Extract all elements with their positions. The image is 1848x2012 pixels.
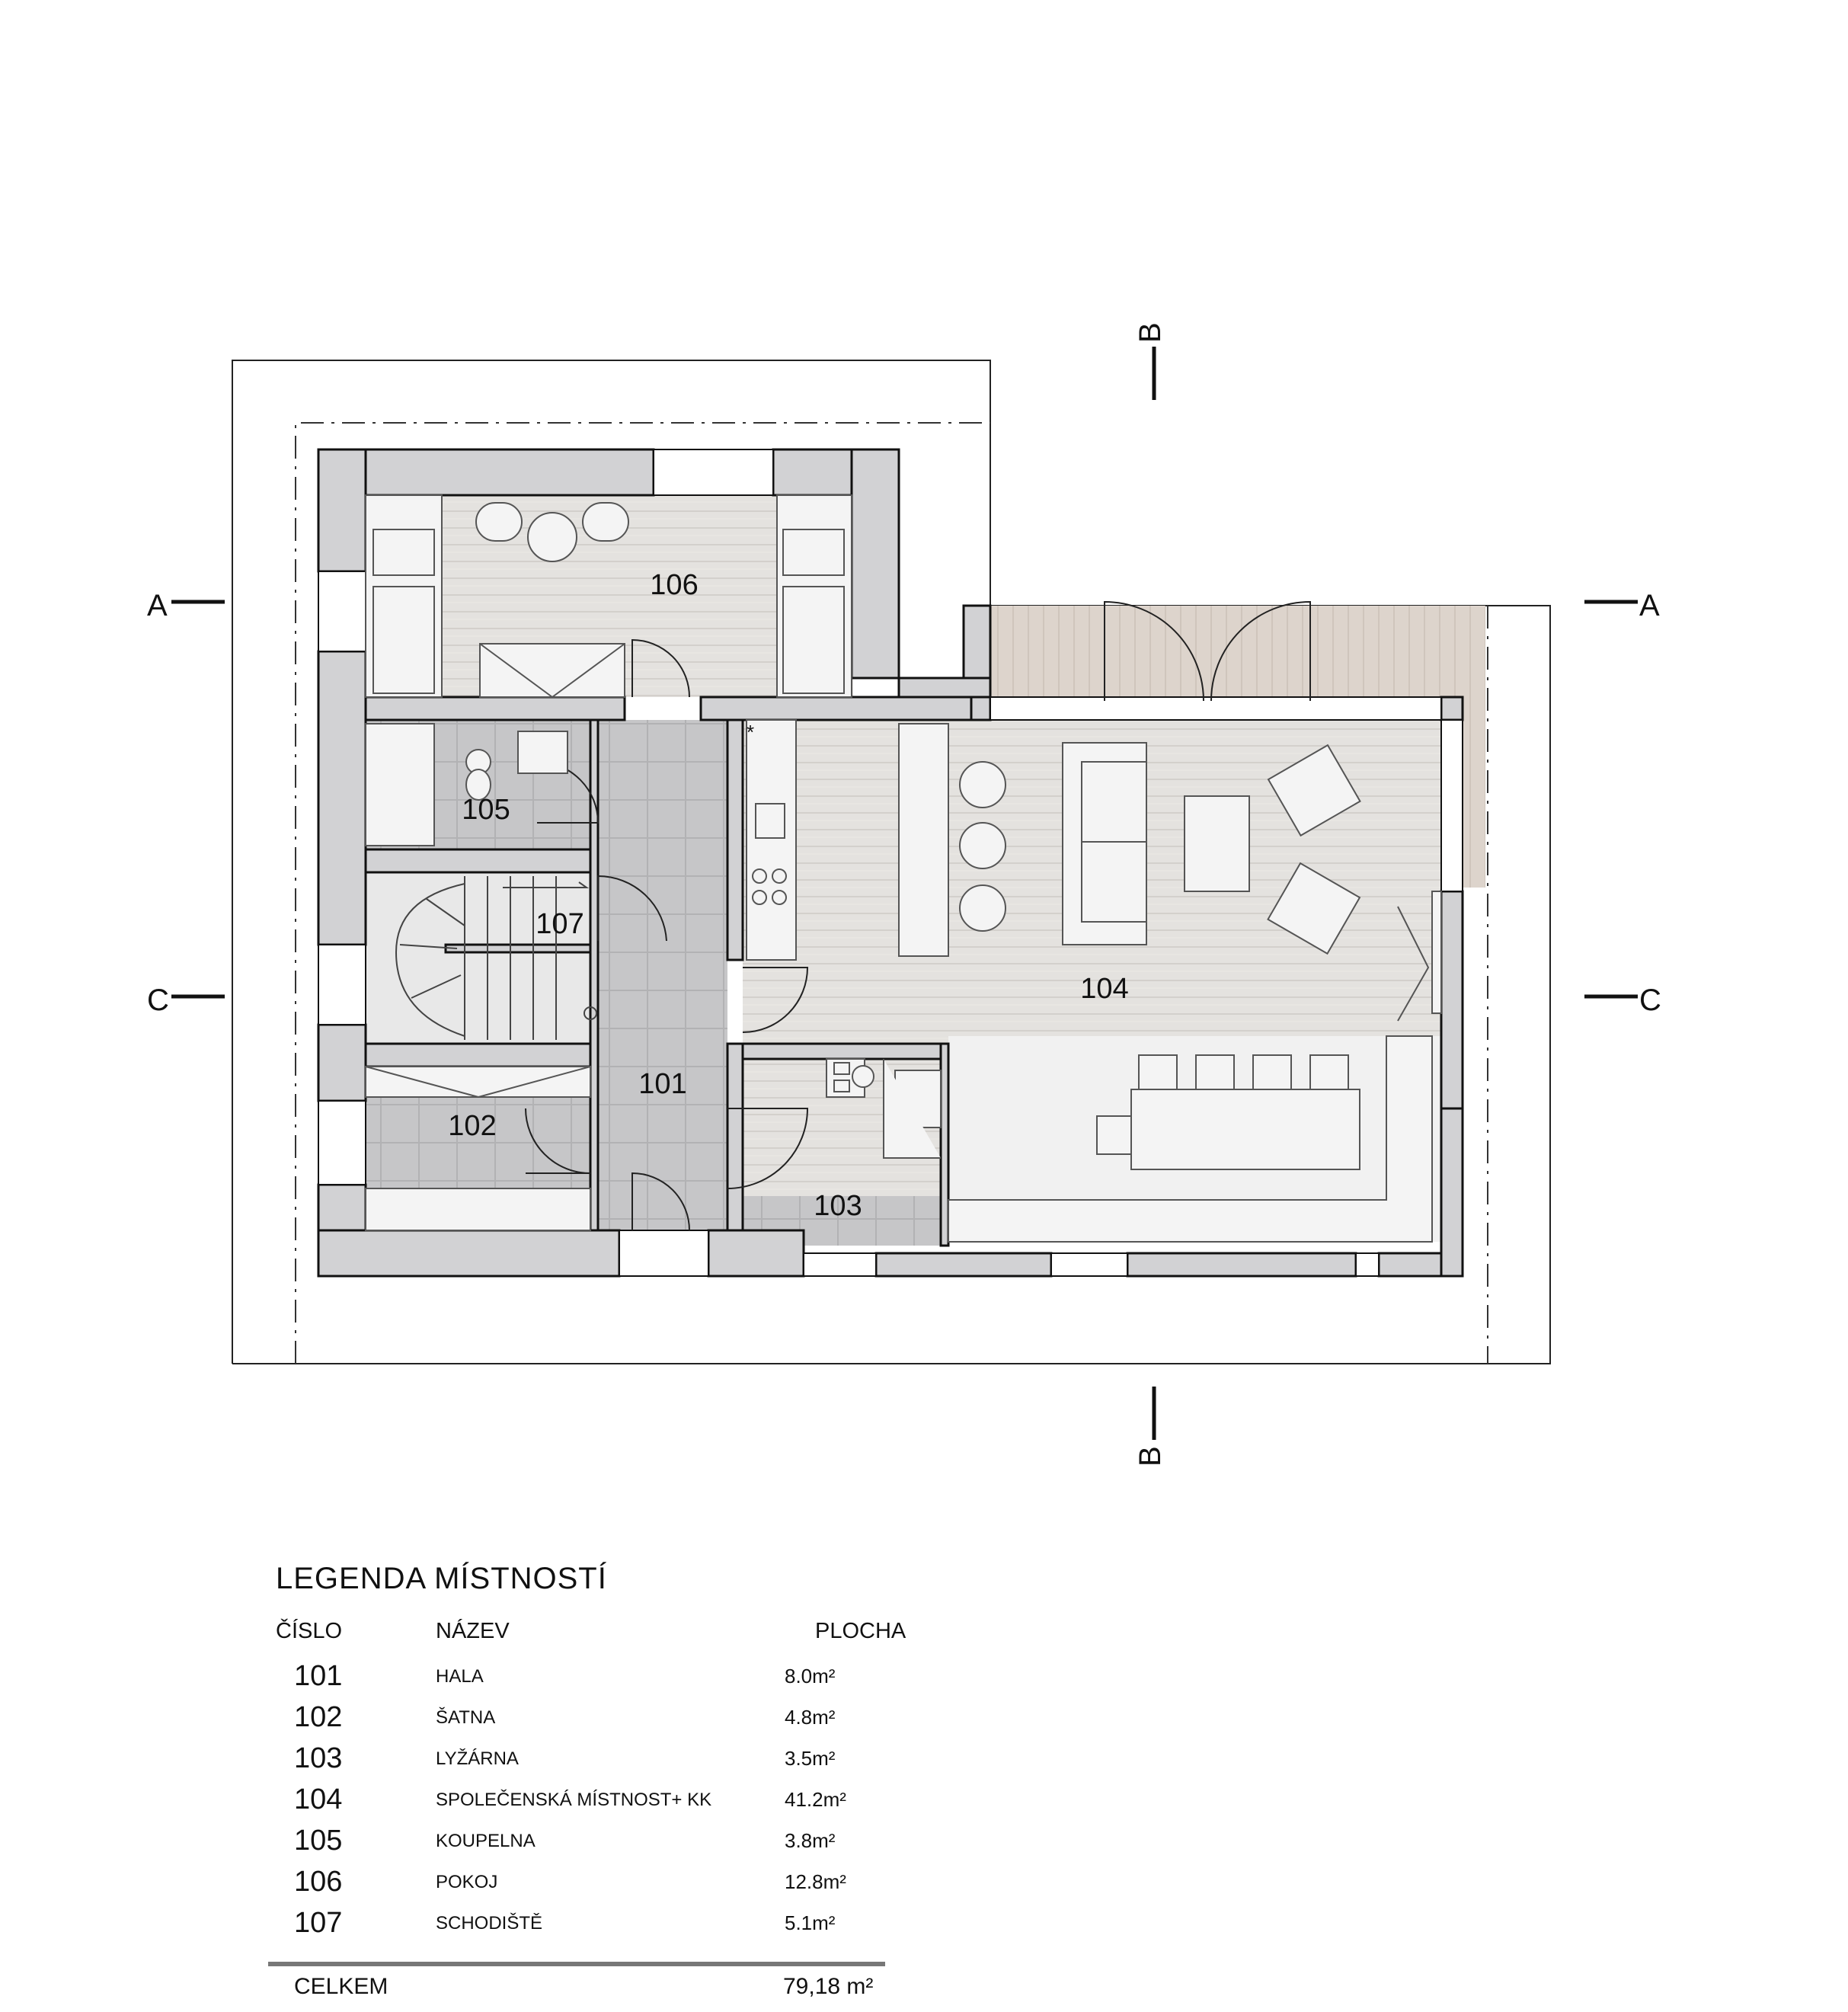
legend-row: 101 HALA 8.0m² (274, 1660, 884, 1701)
bench (948, 1035, 1433, 1243)
legend-row: 103 LYŽÁRNA 3.5m² (274, 1742, 884, 1783)
table-106 (527, 512, 577, 562)
legend-row: 107 SCHODIŠTĚ 5.1m² (274, 1907, 884, 1948)
legend-name: POKOJ (436, 1872, 498, 1892)
tv-unit (1431, 891, 1442, 1014)
room-label-105: 105 (462, 794, 510, 826)
legend-name: HALA (436, 1666, 484, 1687)
legend-number: 107 (294, 1907, 343, 1939)
wardrobe (365, 1066, 591, 1098)
legend-name: SPOLEČENSKÁ MÍSTNOST+ KK (436, 1790, 712, 1810)
legend-row: 104 SPOLEČENSKÁ MÍSTNOST+ KK 41.2m² (274, 1783, 884, 1825)
room-label-107: 107 (536, 908, 583, 940)
section-label-a-left: A (147, 589, 168, 622)
legend-number: 103 (294, 1742, 343, 1774)
kitchen-mark: * (747, 721, 754, 744)
section-label-b-bottom: B (1133, 1446, 1167, 1467)
legend-header-area: PLOCHA (815, 1619, 906, 1643)
terrace (990, 606, 1485, 701)
legend-number: 102 (294, 1701, 343, 1733)
legend-area: 5.1m² (785, 1911, 836, 1934)
legend-number: 106 (294, 1866, 343, 1898)
furniture (365, 494, 1442, 1243)
room-label-102: 102 (448, 1110, 496, 1142)
legend-row: 106 POKOJ 12.8m² (274, 1866, 884, 1907)
stair (395, 876, 597, 1040)
floor-plan: 101 102 103 104 105 106 107 * A A C C B … (147, 322, 1661, 1467)
legend-area: 41.2m² (785, 1788, 846, 1811)
bathtub (365, 723, 435, 846)
legend-area: 4.8m² (785, 1706, 836, 1729)
legend-area: 8.0m² (785, 1665, 836, 1687)
walls (317, 448, 1464, 1278)
kitchen-counter (746, 719, 797, 961)
legend-header-number: ČÍSLO (276, 1619, 343, 1643)
section-label-a-right: A (1639, 589, 1660, 622)
legend-number: 105 (294, 1825, 343, 1857)
room-legend: LEGENDA MÍSTNOSTÍ ČÍSLO NÁZEV PLOCHA 101… (268, 1562, 906, 2012)
room-label-104: 104 (1080, 973, 1128, 1005)
floor-107 (366, 872, 590, 1044)
legend-header-name: NÁZEV (436, 1619, 510, 1643)
legend-title: LEGENDA MÍSTNOSTÍ (276, 1562, 607, 1595)
armchair-1 (1267, 744, 1361, 837)
desk (479, 643, 625, 698)
legend-name: KOUPELNA (436, 1831, 536, 1851)
coffee-table (1184, 795, 1250, 892)
legend-header: ČÍSLO NÁZEV PLOCHA (274, 1619, 906, 1660)
legend-name: SCHODIŠTĚ (436, 1913, 543, 1934)
doors (525, 600, 1311, 1231)
room-labels: 101 102 103 104 105 106 107 (448, 569, 1128, 1222)
section-label-c-right: C (1639, 984, 1661, 1017)
legend-total-row: CELKEM 79,18 m² (274, 1974, 884, 2012)
room-label-101: 101 (638, 1068, 686, 1100)
room-label-103: 103 (814, 1190, 862, 1222)
windows (318, 449, 1463, 1277)
legend-area: 3.8m² (785, 1829, 836, 1852)
kitchen-island (898, 723, 949, 957)
legend-row: 105 KOUPELNA 3.8m² (274, 1825, 884, 1866)
legend-name: LYŽÁRNA (436, 1748, 519, 1769)
section-labels: A A C C B B (147, 322, 1661, 1467)
armchair-2 (1267, 862, 1361, 955)
legend-divider (268, 1962, 885, 1966)
legend-total-label: CELKEM (294, 1974, 388, 1999)
section-label-b-top: B (1133, 322, 1167, 343)
legend-area: 12.8m² (785, 1870, 846, 1893)
dining-table (1130, 1089, 1360, 1170)
cupboard-103 (883, 1059, 941, 1159)
legend-name: ŠATNA (436, 1707, 496, 1728)
roof-line (295, 422, 1488, 1364)
legend-total-area: 79,18 m² (783, 1974, 874, 1999)
section-markers (171, 347, 1638, 1440)
legend-area: 3.5m² (785, 1747, 836, 1770)
section-label-c-left: C (147, 984, 169, 1017)
legend-number: 104 (294, 1783, 343, 1815)
floor-101 (598, 720, 727, 1230)
legend-row: 102 ŠATNA 4.8m² (274, 1701, 884, 1742)
room-label-106: 106 (650, 569, 698, 601)
sink-105 (517, 731, 568, 774)
legend-number: 101 (294, 1660, 343, 1692)
